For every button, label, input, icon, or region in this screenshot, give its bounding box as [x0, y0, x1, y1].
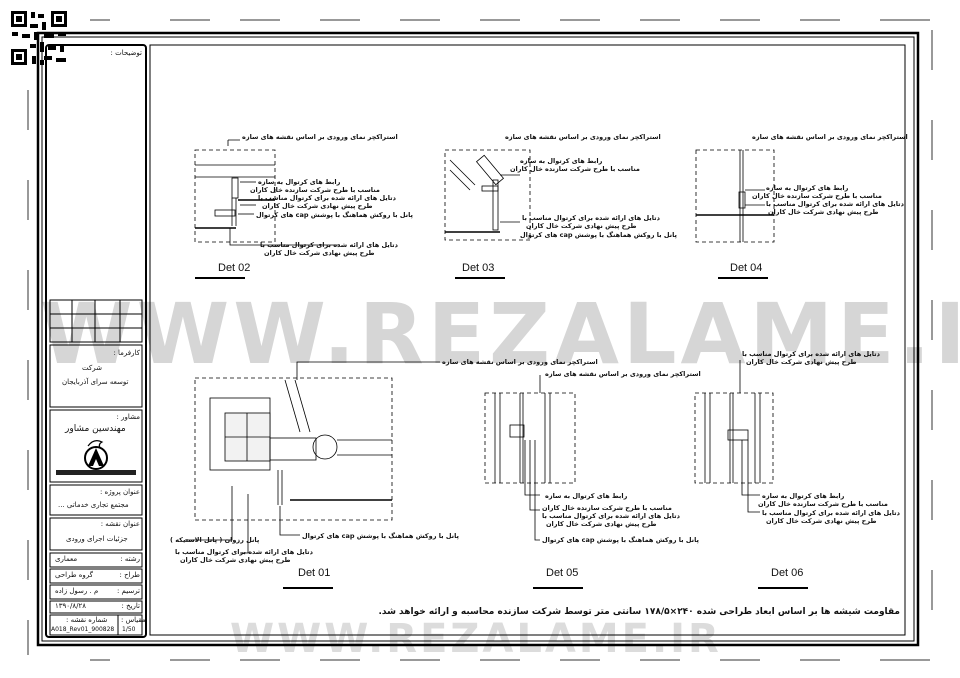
qr-code-icon	[10, 10, 68, 66]
drafter-value: م . رسول زاده	[55, 587, 99, 595]
scale-value: 1/50	[122, 626, 136, 633]
det05-connector-label2: مناسب با طرح شرکت سازنده خال کاران	[542, 504, 672, 512]
detail-title-det02: Det 02	[218, 262, 251, 274]
det02-details-bottom2: طرح پیش نهادی شرکت خال کاران	[264, 249, 375, 257]
det05-connector-label: رابط های کرتوال به سازه	[545, 492, 628, 500]
detail-05-drawing	[484, 375, 583, 589]
detail-title-det04: Det 04	[730, 262, 763, 274]
det06-details-label: دتایل های ارائه شده برای کرتوال مناسب با	[742, 350, 880, 358]
notes-label: توضیحات :	[110, 49, 142, 57]
det01-details-label: دتایل های ارائه شده برای کرتوال مناسب با	[175, 548, 313, 556]
consultant-logo	[56, 440, 136, 475]
detail-01-drawing	[185, 361, 440, 589]
designer-label: طراح :	[119, 571, 140, 579]
det03-connector-label2: مناسب با طرح شرکت سازنده خال کاران	[510, 165, 640, 173]
detail-title-det06: Det 06	[771, 567, 804, 579]
project-label: عنوان پروژه :	[99, 488, 140, 496]
watermark: WWW.REZALAME.IR	[40, 285, 960, 383]
det01-panel-label: پانل با روکش هماهنگ با پوشش cap های کرتو…	[302, 532, 459, 540]
glass-strength-note: مقاومت شیشه ها بر اساس ابعاد طراحی شده ۲…	[378, 607, 900, 617]
detail-title-det05: Det 05	[546, 567, 579, 579]
det04-details-label: دتایل های ارائه شده برای کرتوال مناسب با	[766, 200, 904, 208]
discipline-value: معماری	[55, 555, 78, 563]
det03-details-label: دتایل های ارائه شده برای کرتوال مناسب با	[522, 214, 660, 222]
project-name: مجتمع تجاری خدماتی ...	[58, 501, 129, 509]
det02-details-label: دتایل های ارائه شده برای کرتوال مناسب با	[258, 194, 396, 202]
det06-connector-label: رابط های کرتوال به سازه	[762, 492, 845, 500]
client-line1: شرکت	[82, 364, 102, 372]
detail-title-det03: Det 03	[462, 262, 495, 274]
det06-connector-label2: مناسب با طرح شرکت سازنده خال کاران	[758, 500, 888, 508]
det05-details-label2: طرح پیش نهادی شرکت خال کاران	[546, 520, 657, 528]
drawing-label: عنوان نقشه :	[100, 520, 140, 528]
consultant-label: مشاور :	[116, 413, 140, 421]
det01-structure-label: استراکچر نمای ورودی بر اساس نقشه های ساز…	[442, 358, 598, 366]
client-label: کارفرما :	[113, 349, 140, 357]
det02-connector-label2: مناسب با طرح شرکت سازنده خال کاران	[250, 186, 380, 194]
designer-value: گروه طراحی	[55, 571, 94, 579]
det05-structure-label: استراکچر نمای ورودی بر اساس نقشه های ساز…	[545, 370, 701, 378]
det04-connector-label2: مناسب با طرح شرکت سازنده خال کاران	[752, 192, 882, 200]
drawing-name: جزئیات اجرای ورودی	[66, 535, 128, 543]
watermark-bottom: WWW.REZALAME.IR	[230, 616, 722, 662]
det03-structure-label: استراکچر نمای ورودی بر اساس نقشه های ساز…	[505, 133, 661, 141]
det02-details-label2: طرح پیش نهادی شرکت خال کاران	[262, 202, 373, 210]
client-name: توسعه سرای آذربایجان	[62, 378, 129, 386]
det04-structure-label: استراکچر نمای ورودی بر اساس نقشه های ساز…	[752, 133, 908, 141]
det04-details-label2: طرح پیش نهادی شرکت خال کاران	[768, 208, 879, 216]
det01-details-label2: طرح پیش نهادی شرکت خال کاران	[180, 556, 291, 564]
date-value: ۱۳۹۰/۸/۲۸	[55, 602, 87, 610]
det02-structure-label: استراکچر نمای ورودی بر اساس نقشه های ساز…	[242, 133, 398, 141]
det03-panel-label: پانل با روکش هماهنگ با پوشش cap های کرتو…	[520, 231, 677, 239]
detail-04-drawing	[695, 149, 775, 279]
det02-connector-label: رابط های کرتوال به سازه	[258, 178, 341, 186]
det03-details-label2: طرح پیش نهادی شرکت خال کاران	[526, 222, 637, 230]
detail-title-det01: Det 01	[298, 567, 331, 579]
det02-panel-label: پانل با روکش هماهنگ با پوشش cap های کرتو…	[256, 211, 413, 219]
title-block	[45, 44, 147, 638]
detail-06-drawing	[694, 360, 808, 589]
det06-details-label3: دتایل های ارائه شده برای کرتوال مناسب با	[762, 509, 900, 517]
detail-03-drawing	[444, 149, 531, 279]
det06-details-label2: طرح پیش نهادی شرکت خال کاران	[746, 358, 857, 366]
det01-rezvan-label: پانل رزوان ( پانل الاستیکه )	[170, 536, 260, 544]
det04-connector-label: رابط های کرتوال به سازه	[766, 184, 849, 192]
drafter-label: ترسیم :	[116, 587, 140, 595]
drawing-number: A018_Rev01_900828	[51, 626, 115, 633]
det02-details-bottom: دتایل های ارائه شده برای کرتوال مناسب با	[260, 241, 398, 249]
date-label: تاریخ :	[121, 602, 140, 610]
drawing-number-label: شماره نقشه :	[66, 616, 108, 624]
discipline-label: رشته :	[120, 555, 140, 563]
detail-02-drawing	[194, 139, 340, 279]
scale-label: مقیاس :	[121, 616, 146, 624]
det06-details-label4: طرح پیش نهادی شرکت خال کاران	[766, 517, 877, 525]
det05-panel-label: پانل با روکش هماهنگ با پوشش cap های کرتو…	[542, 536, 699, 544]
det05-details-label: دتایل های ارائه شده برای کرتوال مناسب با	[542, 512, 680, 520]
det03-connector-label: رابط های کرتوال به سازه	[520, 157, 603, 165]
consultant-name: مهندسین مشاور	[65, 424, 126, 434]
